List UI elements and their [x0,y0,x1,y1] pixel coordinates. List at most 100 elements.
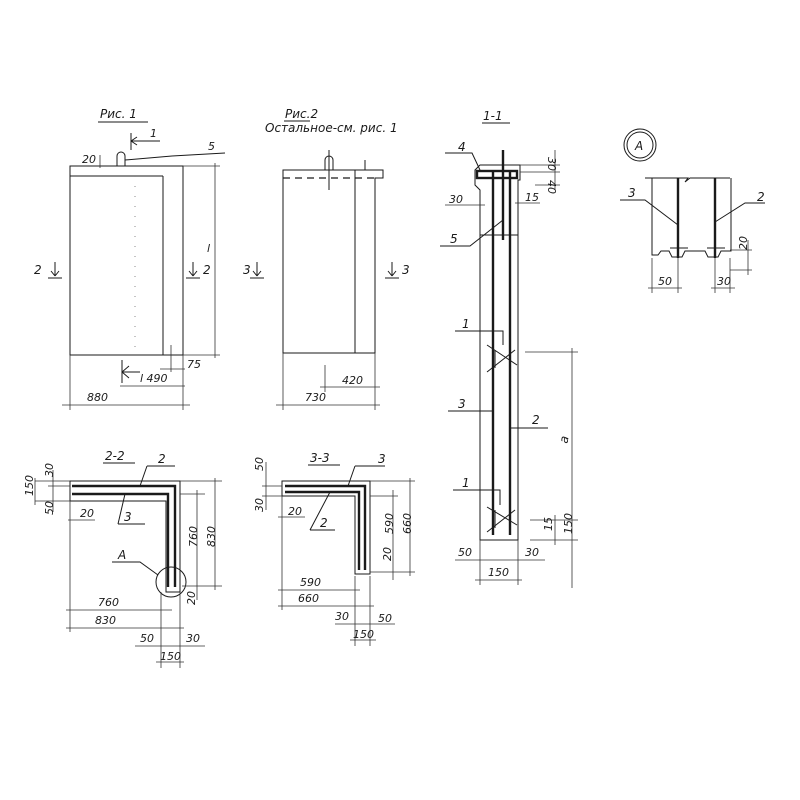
detail-outline [645,177,732,258]
dim-width: 730 [305,391,326,404]
callout-3: 3 [458,397,466,411]
dim-15: 15 [542,517,555,531]
dim-760-horizontal: 760 [98,596,119,609]
dim-20-top: 20 [80,507,94,520]
detail-marker-outer [623,128,657,162]
rebar-3 [72,492,170,587]
leader-1-lower [453,489,501,505]
dim-20-side: 20 [381,547,394,561]
dim-height: l [207,242,210,255]
section-mark-right [385,262,399,279]
dim-150-bottom: 150 [353,628,374,641]
dim-660-horizontal: 660 [298,592,319,605]
dim-30: 30 [717,275,731,288]
figure-1-title: Рис. 1 [100,107,137,121]
callout-3: 3 [124,510,132,524]
figure-1: Рис. 1 5 1 20 l 2 2 75 l 490 880 [34,107,226,410]
dim-part: 420 [342,374,363,387]
callout-2: 2 [757,190,765,204]
leader-4 [445,152,481,171]
dim-30-bottom: 30 [335,610,349,623]
callout-3: 3 [628,186,636,200]
section-1-1-title: 1-1 [483,109,503,123]
dim-50: 50 [253,457,266,471]
section-2-2: 2-2 2 3 A 30 150 50 20 760 830 20 760 83… [23,449,222,668]
section-3-3-title: 3-3 [310,451,330,465]
callout-5: 5 [450,232,458,246]
section-mark-left-label: 3 [243,263,251,277]
leader-1-upper [455,330,504,345]
dim-50: 50 [458,546,472,559]
dim-20-top: 20 [288,505,302,518]
dim-50-bottom: 50 [378,612,392,625]
dim-50: 50 [658,275,672,288]
section-mark-left [250,262,264,279]
dim-top-30: 30 [545,157,558,171]
dim-width: 880 [87,391,108,404]
callout-2: 2 [532,413,540,427]
tie-1-upper [486,344,518,373]
leader-a [112,561,159,576]
figure-2: Рис.2 Остальное-см. рис. 1 3 3 420 730 [243,107,410,410]
lifting-loop [116,151,126,166]
leader-5 [124,155,173,161]
callout-4: 4 [458,140,466,154]
rebar-crosses [670,240,725,256]
leader-3 [117,493,145,525]
section-mark-right-label: 2 [203,263,211,277]
dim-660-vertical: 660 [401,513,414,534]
detail-marker-inner [626,131,654,159]
dim-30: 30 [43,463,56,477]
section-mark-left-label: 2 [34,263,42,277]
dim-590-horizontal: 590 [300,576,321,589]
figure-2-subtitle: Остальное-см. рис. 1 [265,121,398,135]
detail-a: A 3 2 20 50 30 [620,128,765,293]
panel-outline [69,165,184,356]
leader-3 [347,465,385,487]
dim-150-width: 150 [488,566,509,579]
dim-20-bottom: 20 [185,591,198,605]
dim-left-30: 30 [449,193,463,206]
dim-20: 20 [737,236,750,250]
tie-1-lower [486,506,518,533]
dim-590-vertical: 590 [383,513,396,534]
section-1-1: 1-1 4 5 1 3 2 1 30 40 30 15 a [440,109,578,588]
rebar-3 [285,484,367,570]
dim-50: 50 [43,501,56,515]
leader-3 [620,199,679,226]
dim-30-bottom: 30 [186,632,200,645]
leader-2 [714,202,765,223]
dim-50-bottom: 50 [140,632,154,645]
dim-30: 30 [253,498,266,512]
dim-760-vertical: 760 [187,526,200,547]
dim-top: 20 [82,153,96,166]
dim-830-vertical: 830 [205,526,218,547]
section-3-3: 3-3 3 2 50 30 20 590 660 20 590 660 30 5… [253,451,415,646]
panel-outline [282,169,384,354]
leader-2 [139,465,175,487]
callout-5: 5 [208,140,215,153]
callout-2: 2 [158,452,166,466]
rebar-2 [285,490,361,570]
dim-top-40: 40 [545,180,558,194]
section-arrow-1-bottom [121,360,140,383]
callout-1-lower: 1 [462,476,470,490]
dim-offset: 75 [187,358,201,371]
section-mark-right-label: 3 [402,263,410,277]
callout-1-upper: 1 [462,317,470,331]
dim-30: 30 [525,546,539,559]
top-bar-4 [475,169,519,180]
leader-5b [171,152,226,157]
section-mark-right [186,262,200,279]
section-arrow-1 [130,133,160,150]
dim-a: a [557,435,572,445]
detail-a-circle [155,566,187,598]
dim-part: l 490 [140,372,168,385]
section-outline [69,480,181,593]
callout-1: 1 [150,127,157,140]
dim-150: 150 [23,475,36,496]
callout-3: 3 [378,452,386,466]
detail-label: A [634,139,643,153]
callout-2: 2 [320,516,328,530]
